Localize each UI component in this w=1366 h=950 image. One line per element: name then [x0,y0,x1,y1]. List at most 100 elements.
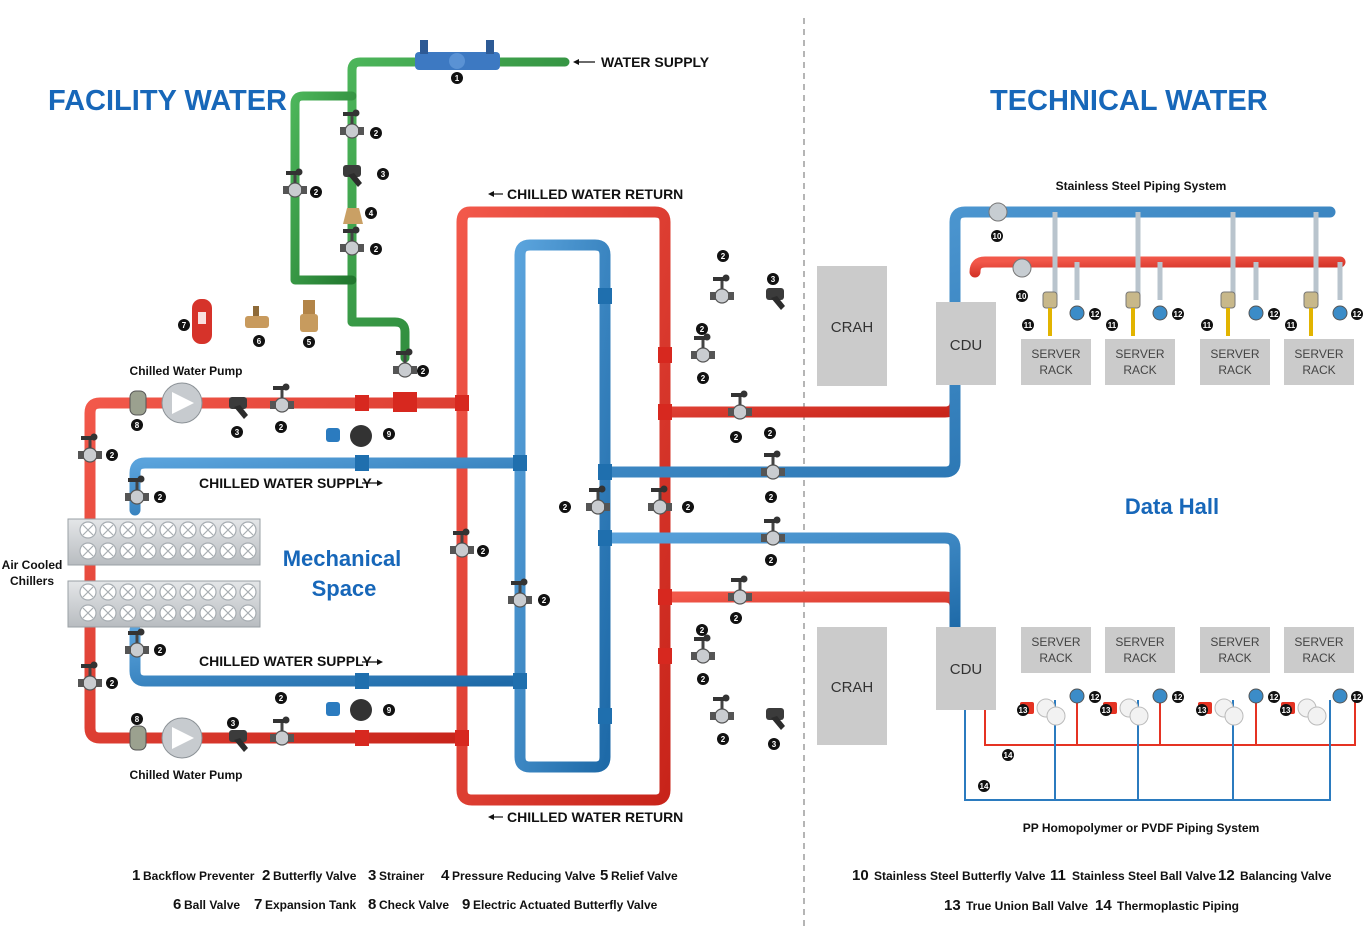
callout-badge-icon [178,319,190,331]
callout-number: 4 [369,209,374,218]
balancing-valve-icon [1152,688,1168,704]
server-rack-label-line2: RACK [1123,363,1156,377]
cdu-unit-bottom: CDU [936,627,996,710]
check-valve-icons [129,390,147,751]
air-cooled-chillers-label-line2: Chillers [10,574,54,588]
callout-number: 2 [700,626,705,635]
fan-blade-icon [242,607,254,619]
fan-blade-icon [122,524,134,536]
facility-water-title: FACILITY WATER [48,85,287,117]
legend-label: True Union Ball Valve [966,899,1088,913]
stainless-ball-valve-icon [1042,291,1058,309]
server-rack [1200,339,1270,385]
callout-badge-icon [1089,691,1101,703]
fan-blade-icon [182,586,194,598]
balancing-valve-icon [1069,305,1085,321]
balancing-valve-icon [1332,688,1348,704]
legend-number: 6 [173,896,181,913]
fan-blade-icon [222,545,234,557]
callout-number: 6 [257,337,262,346]
server-rack [1021,627,1091,673]
callout-badge-icon [538,594,550,606]
callout-number: 14 [980,782,989,791]
butterfly-valve-icon [727,389,753,420]
butterfly-valve-icon [507,577,533,608]
callout-number: 10 [1018,292,1027,301]
callout-number: 11 [1024,321,1033,330]
callout-number: 13 [1198,706,1207,715]
server-rack [1284,627,1354,673]
true-union-ball-valve-icons [1020,698,1327,726]
callout-badge-icon [1089,308,1101,320]
callout-number: 12 [1174,693,1183,702]
callout-badge-icon [365,207,377,219]
butterfly-valve-icon [690,633,716,664]
callout-number: 2 [769,556,774,565]
butterfly-valve-icon [690,332,716,363]
legend-number: 1 [132,867,140,884]
callout-number: 13 [1019,706,1028,715]
callout-number: 3 [772,740,777,749]
butterfly-valve-icon [269,715,295,746]
server-rack-label-line1: SERVER [1031,347,1080,361]
relief-valve-icon [300,300,318,332]
butterfly-valve-icon [282,167,308,198]
callout-number: 2 [686,503,691,512]
callout-badge-icon [1280,704,1292,716]
legend-number: 12 [1218,867,1235,884]
fan-blade-icon [242,586,254,598]
fan-blade-icon [102,524,114,536]
legend-label: Electric Actuated Butterfly Valve [473,898,658,912]
callout-number: 12 [1091,310,1100,319]
server-rack [1200,627,1270,673]
stainless-ball-valve-icon [1220,291,1236,309]
cdu-unit-top: CDU [936,302,996,385]
fan-blade-icon [142,586,154,598]
callout-number: 5 [307,338,312,347]
legend-label: Ball Valve [184,898,240,912]
callout-badge-icon [253,335,265,347]
fan-blade-icon [102,545,114,557]
fan-blade-icon [242,545,254,557]
callout-number: 2 [701,374,706,383]
butterfly-valve-icon [339,108,365,139]
legend-label: Thermoplastic Piping [1117,899,1239,913]
server-rack-label-line1: SERVER [1294,635,1343,649]
fan-blade-icon [202,586,214,598]
facility-water-piping [205,57,570,363]
fan-blade-icon [102,607,114,619]
server-rack-label-line1: SERVER [1210,635,1259,649]
legend-number: 10 [852,867,869,884]
technical-water-title: TECHNICAL WATER [990,85,1268,117]
callout-badge-icon [682,501,694,513]
balancing-valve-icons [1069,305,1348,704]
callout-badge-icon [1016,290,1028,302]
server-rack-label-line1: SERVER [1115,347,1164,361]
callout-badge-icon [1268,691,1280,703]
callout-number: 2 [374,245,379,254]
fan-blade-icon [142,545,154,557]
expansion-tank-icon [192,299,212,344]
server-rack-label-line2: RACK [1302,363,1335,377]
callout-number: 3 [231,719,236,728]
callout-number: 2 [563,503,568,512]
legend-label: Stainless Steel Butterfly Valve [874,869,1046,883]
fan-blade-icon [122,545,134,557]
callout-badge-icon [1100,704,1112,716]
server-rack [1021,339,1091,385]
callout-badge-icon [697,673,709,685]
callout-badge-icon [227,717,239,729]
callout-number: 2 [279,423,284,432]
legend-number: 11 [1050,867,1066,884]
server-rack-label-line1: SERVER [1210,347,1259,361]
callout-number: 2 [769,493,774,502]
server-rack-label-line2: RACK [1218,363,1251,377]
callout-badge-icon [696,624,708,636]
fan-blade-icon [142,524,154,536]
fan-blade-icon [82,586,94,598]
server-rack-label-line2: RACK [1039,363,1072,377]
